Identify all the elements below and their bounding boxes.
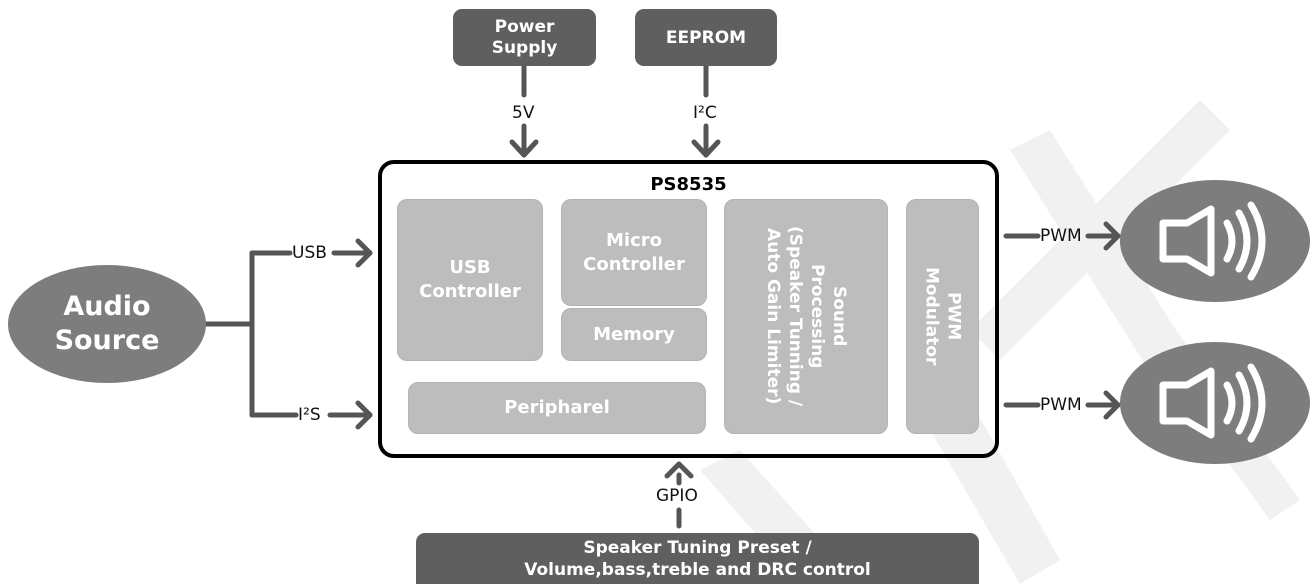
pwm-top-label: PWM [1040, 226, 1082, 246]
eeprom-box: EEPROM [635, 9, 777, 66]
eeprom-i2c-label: I²C [693, 103, 717, 123]
peripheral-block: Peripharel [408, 382, 706, 434]
usb-controller-block: USB Controller [397, 199, 543, 361]
power-supply-box: Power Supply [453, 9, 596, 66]
speaker-icon [1159, 201, 1266, 281]
speaker-top [1120, 180, 1310, 302]
usb-label: USB [292, 243, 327, 263]
audio-source-ellipse: Audio Source [8, 265, 206, 383]
chip-title: PS8535 [650, 174, 727, 195]
memory-block: Memory [561, 308, 707, 361]
speaker-icon [1159, 363, 1266, 443]
pwm-modulator-block: PWM Modulator [906, 199, 979, 434]
power-5v-label: 5V [512, 103, 535, 123]
ps8535-chip [378, 160, 999, 458]
pwm-bottom-label: PWM [1040, 395, 1082, 415]
speaker-tuning-preset-bar: Speaker Tuning Preset / Volume,bass,treb… [416, 533, 979, 584]
speaker-bottom [1120, 342, 1310, 464]
sound-processing-block: Sound Processing (Speaker Tunning / Auto… [724, 199, 888, 434]
micro-controller-block: Micro Controller [561, 199, 707, 306]
gpio-label: GPIO [656, 486, 698, 506]
pwm-modulator-label: PWM Modulator [921, 267, 964, 366]
sound-processing-label: Sound Processing (Speaker Tunning / Auto… [763, 226, 849, 407]
i2s-label: I²S [298, 405, 321, 425]
